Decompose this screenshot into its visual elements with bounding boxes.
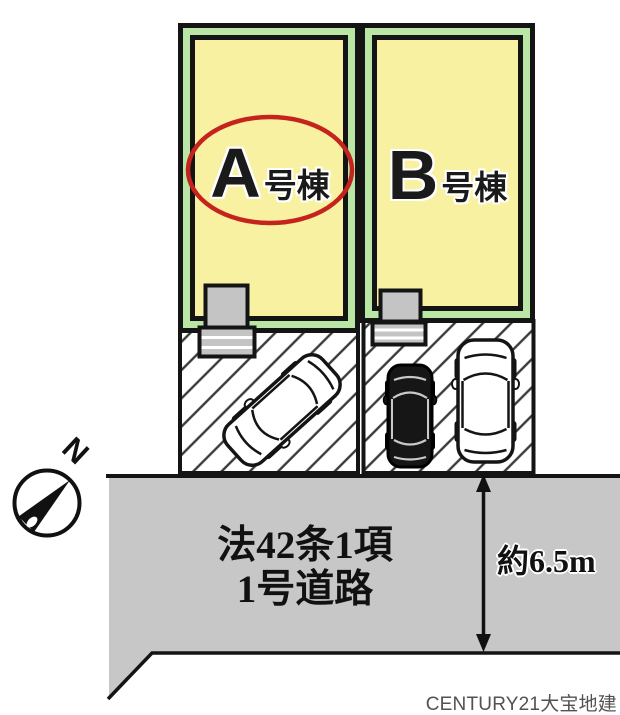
lot-a-interior [190,35,348,321]
lot-b-interior [372,35,523,311]
road-name-label: 法42条1項 1号道路 [148,524,462,611]
lot-a-letter: A [210,134,261,212]
road-bottom-edge [106,651,620,701]
lot-a-label: A 号棟 [180,138,360,208]
lot-b-suffix: 号棟 [441,169,508,206]
watermark: CENTURY21大宝地建 [425,694,617,715]
compass-icon [12,468,82,538]
car-a-icon [222,353,342,467]
car-b1-icon [382,363,438,469]
road-name-line2: 1号道路 [236,567,374,611]
car-b2-icon [451,338,520,464]
road-name-line1: 法42条1項 [217,524,393,567]
road-width-dimension-arrow [476,474,491,652]
road-area [109,476,620,698]
road-width-label: 約6.5m [497,543,596,579]
lot-b-letter: B [387,136,439,214]
lot-b-entrance-steps [370,288,428,347]
lot-a-highlight-ellipse [185,114,355,226]
lot-a-suffix: 号棟 [263,167,330,204]
lot-a-entrance-steps [197,283,257,359]
lot-b-label: B 号棟 [362,140,533,210]
